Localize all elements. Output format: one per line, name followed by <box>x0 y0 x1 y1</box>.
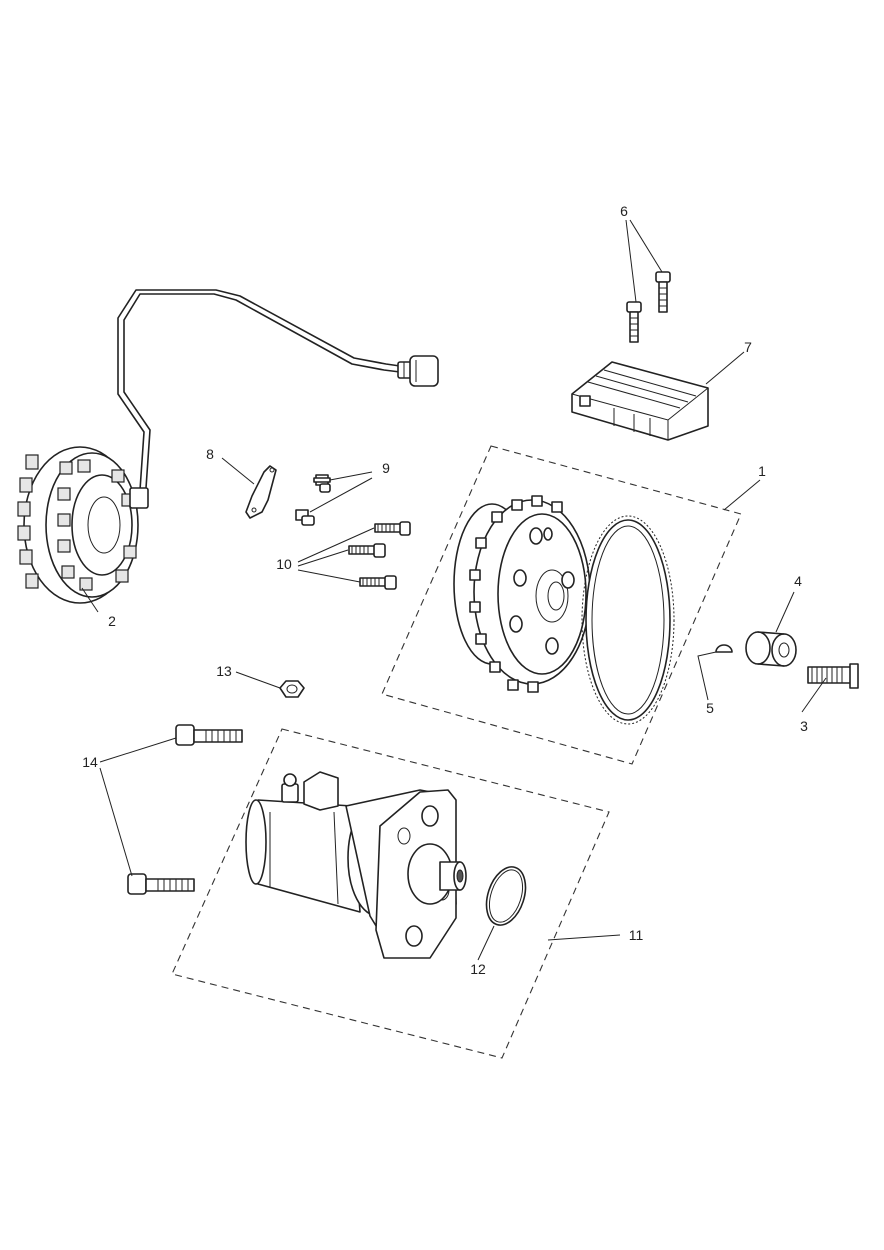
bracket-plate <box>245 465 277 519</box>
regulator-bolts <box>626 271 671 343</box>
callout-13: 13 <box>216 663 232 679</box>
rotor-assembly <box>381 445 742 765</box>
callout-10: 10 <box>276 556 292 572</box>
flange-bolts <box>295 474 331 526</box>
woodruff-key <box>715 644 733 653</box>
regulator-rectifier <box>571 361 709 441</box>
leader-lines <box>81 219 827 961</box>
rotor-bolt <box>807 663 859 689</box>
starter-bolts <box>127 724 243 895</box>
callout-3: 3 <box>800 718 808 734</box>
callout-8: 8 <box>206 446 214 462</box>
starter-motor-assembly <box>171 728 610 1059</box>
callout-7: 7 <box>744 339 752 355</box>
callout-1: 1 <box>758 463 766 479</box>
callout-labels: 1 2 3 4 5 6 7 8 9 10 11 12 13 14 <box>82 203 808 977</box>
washer <box>745 631 797 667</box>
bolts-10 <box>348 521 411 590</box>
nut <box>279 680 305 698</box>
callout-2: 2 <box>108 613 116 629</box>
harness-connector <box>397 355 439 387</box>
callout-5: 5 <box>706 700 714 716</box>
o-ring <box>485 866 527 926</box>
callout-9: 9 <box>382 460 390 476</box>
rotor-teeth <box>469 495 563 693</box>
callout-11: 11 <box>629 927 644 943</box>
callout-6: 6 <box>620 203 628 219</box>
callout-14: 14 <box>82 754 98 770</box>
callout-4: 4 <box>794 573 802 589</box>
callout-12: 12 <box>470 961 486 977</box>
stator-assembly <box>17 289 439 604</box>
